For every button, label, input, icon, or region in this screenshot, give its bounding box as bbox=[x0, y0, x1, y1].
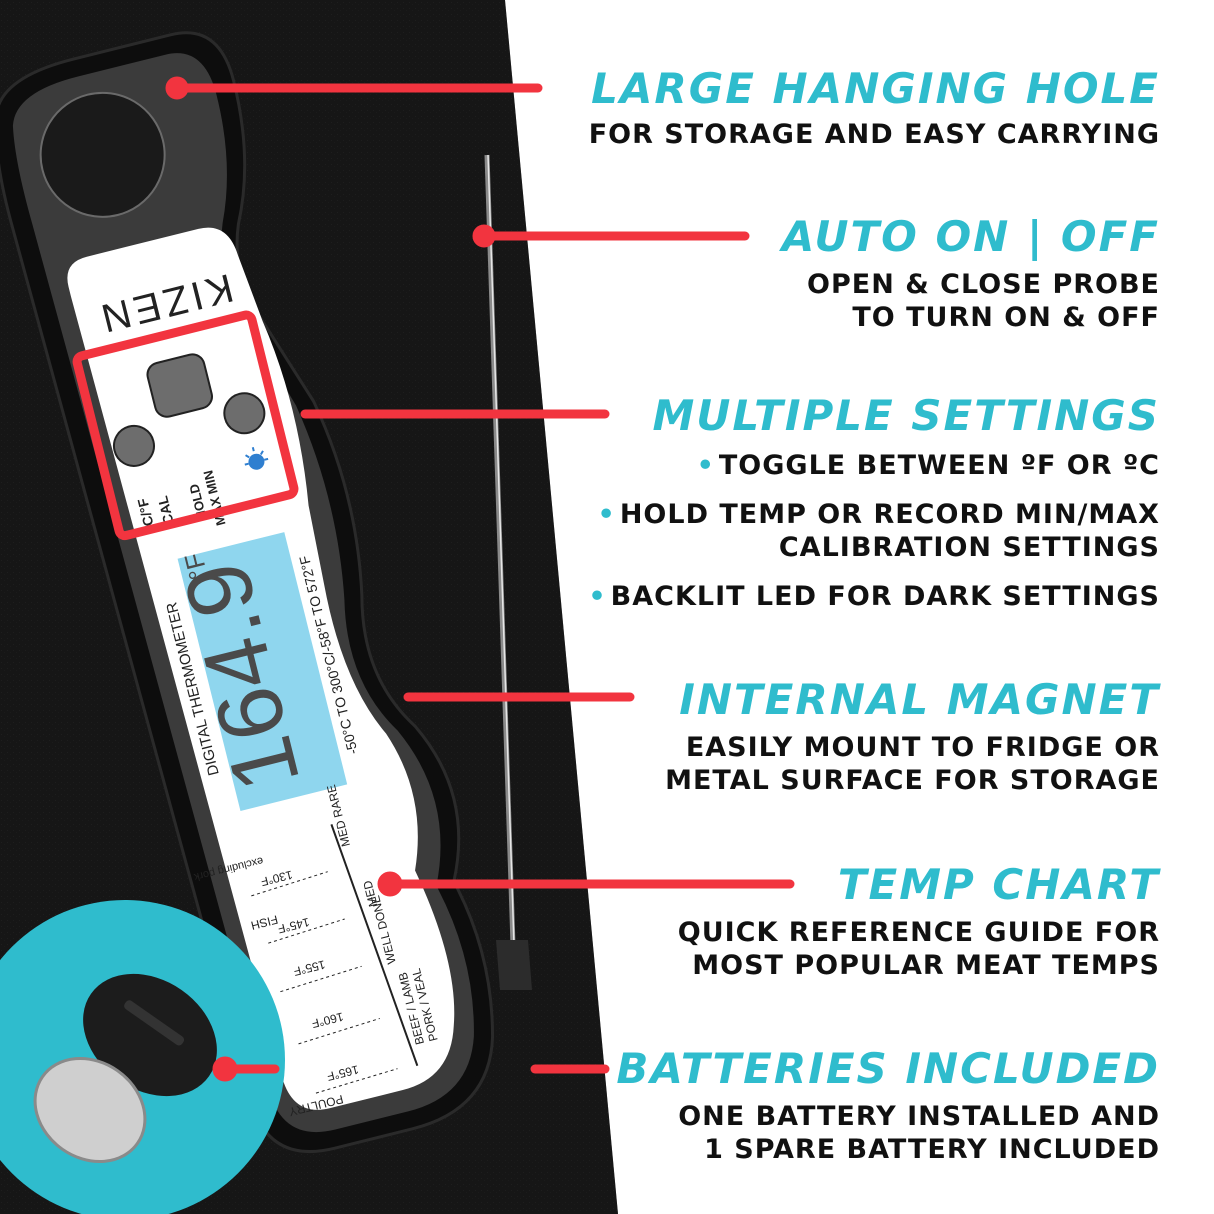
bullet-item-continued: CALIBRATION SETTINGS bbox=[778, 532, 1160, 563]
svg-text:FISH: FISH bbox=[250, 912, 280, 932]
feature-title: MULTIPLE SETTINGS bbox=[652, 391, 1160, 440]
bullet-item: TOGGLE BETWEEN ºF OR ºC bbox=[588, 449, 1160, 482]
feature-title: AUTO ON | OFF bbox=[781, 212, 1160, 261]
feature-internal-magnet: INTERNAL MAGNET EASILY MOUNT TO FRIDGE O… bbox=[665, 677, 1160, 797]
feature-title: LARGE HANGING HOLE bbox=[591, 64, 1160, 113]
svg-text:MED: MED bbox=[360, 879, 380, 909]
backlight-button[interactable] bbox=[220, 389, 268, 437]
lcd-display bbox=[177, 532, 348, 811]
feature-title: INTERNAL MAGNET bbox=[679, 675, 1160, 724]
bullet-item: HOLD TEMP OR RECORD MIN/MAX bbox=[588, 498, 1160, 531]
battery-cover bbox=[83, 973, 217, 1097]
callout-lines bbox=[165, 76, 795, 1082]
feature-hanging-hole: LARGE HANGING HOLE FOR STORAGE AND EASY … bbox=[589, 66, 1160, 151]
feature-desc: QUICK REFERENCE GUIDE FOR bbox=[677, 917, 1160, 948]
feature-title: BATTERIES INCLUDED bbox=[616, 1044, 1160, 1093]
feature-desc: OPEN & CLOSE PROBE bbox=[807, 269, 1160, 300]
thermometer: KIZEN °C/°F CAL HOLD MAX MIN 164.9 °F DI… bbox=[0, 31, 495, 1153]
feature-desc: EASILY MOUNT TO FRIDGE OR bbox=[685, 732, 1160, 763]
feature-batteries-included: BATTERIES INCLUDED ONE BATTERY INSTALLED… bbox=[616, 1046, 1160, 1166]
spare-battery bbox=[33, 1056, 147, 1164]
feature-temp-chart: TEMP CHART QUICK REFERENCE GUIDE FOR MOS… bbox=[678, 862, 1160, 982]
hold-button[interactable] bbox=[145, 352, 215, 419]
feature-desc: 1 SPARE BATTERY INCLUDED bbox=[704, 1134, 1160, 1165]
feature-title: TEMP CHART bbox=[837, 860, 1160, 909]
backlight-icon bbox=[244, 446, 269, 470]
cal-label: CAL bbox=[154, 494, 177, 526]
feature-desc: FOR STORAGE AND EASY CARRYING bbox=[588, 119, 1160, 150]
buttons-highlight-box bbox=[72, 310, 299, 541]
feature-desc: METAL SURFACE FOR STORAGE bbox=[665, 765, 1160, 796]
hanging-hole bbox=[39, 91, 166, 218]
feature-desc: ONE BATTERY INSTALLED AND bbox=[678, 1101, 1160, 1132]
unit-cal-button[interactable] bbox=[110, 422, 158, 470]
feature-desc: TO TURN ON & OFF bbox=[852, 302, 1160, 333]
probe bbox=[484, 154, 532, 990]
feature-multiple-settings: MULTIPLE SETTINGS TOGGLE BETWEEN ºF OR º… bbox=[588, 393, 1160, 613]
feature-desc: MOST POPULAR MEAT TEMPS bbox=[692, 950, 1160, 981]
battery-inset bbox=[0, 900, 285, 1214]
bullet-item: BACKLIT LED FOR DARK SETTINGS bbox=[588, 580, 1160, 613]
feature-auto-on-off: AUTO ON | OFF OPEN & CLOSE PROBE TO TURN… bbox=[782, 214, 1160, 334]
